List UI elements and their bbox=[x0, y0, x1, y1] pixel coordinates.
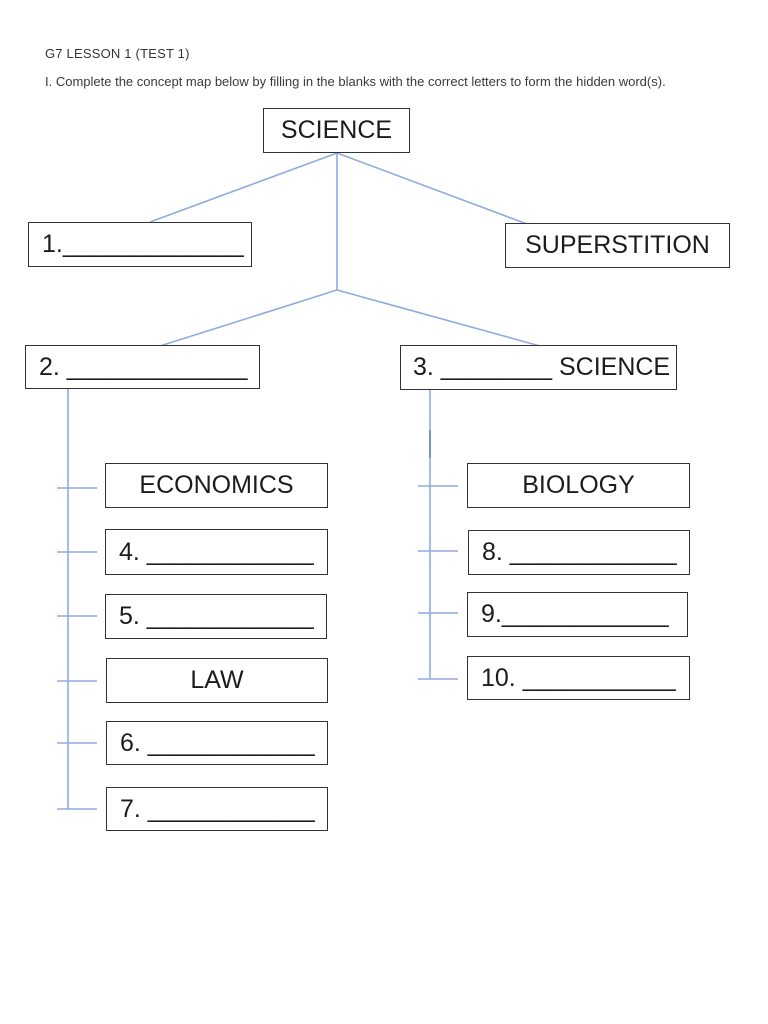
node-blank-10: 10. ___________ bbox=[467, 656, 690, 700]
node-blank-1: 1._____________ bbox=[28, 222, 252, 267]
node-law-label: LAW bbox=[190, 666, 244, 694]
connector-line bbox=[336, 289, 541, 347]
node-blank-10-label: 10. ___________ bbox=[481, 663, 676, 692]
node-law: LAW bbox=[106, 658, 328, 703]
connector-line bbox=[336, 152, 528, 225]
node-blank-3: 3. ________ SCIENCE bbox=[400, 345, 677, 390]
node-blank-5-label: 5. ____________ bbox=[119, 602, 314, 630]
page-title: G7 LESSON 1 (TEST 1) bbox=[45, 46, 190, 61]
node-blank-1-label: 1._____________ bbox=[42, 230, 244, 258]
node-biology: BIOLOGY bbox=[467, 463, 690, 508]
node-blank-5: 5. ____________ bbox=[105, 594, 327, 639]
node-blank-7: 7. ____________ bbox=[106, 787, 328, 831]
instruction-text: I. Complete the concept map below by fil… bbox=[45, 74, 666, 89]
node-blank-2: 2. _____________ bbox=[25, 345, 260, 389]
node-blank-6-label: 6. ____________ bbox=[120, 728, 315, 757]
node-blank-4-label: 4. ____________ bbox=[119, 537, 314, 566]
node-blank-9: 9.____________ bbox=[467, 592, 688, 637]
node-blank-7-label: 7. ____________ bbox=[120, 794, 315, 823]
node-economics-label: ECONOMICS bbox=[139, 471, 294, 499]
node-economics: ECONOMICS bbox=[105, 463, 328, 508]
connector-line bbox=[149, 152, 338, 223]
node-science: SCIENCE bbox=[263, 108, 410, 153]
node-blank-2-label: 2. _____________ bbox=[39, 352, 248, 381]
node-blank-9-label: 9.____________ bbox=[481, 600, 669, 628]
node-biology-label: BIOLOGY bbox=[522, 471, 635, 499]
node-blank-6: 6. ____________ bbox=[106, 721, 328, 765]
node-superstition-label: SUPERSTITION bbox=[525, 231, 710, 259]
connector-line bbox=[159, 289, 338, 347]
node-blank-8: 8. ____________ bbox=[468, 530, 690, 575]
node-science-label: SCIENCE bbox=[280, 116, 393, 144]
node-blank-3-label: 3. ________ SCIENCE bbox=[413, 353, 671, 381]
node-blank-8-label: 8. ____________ bbox=[482, 538, 677, 566]
node-blank-4: 4. ____________ bbox=[105, 529, 328, 575]
node-superstition: SUPERSTITION bbox=[505, 223, 730, 268]
